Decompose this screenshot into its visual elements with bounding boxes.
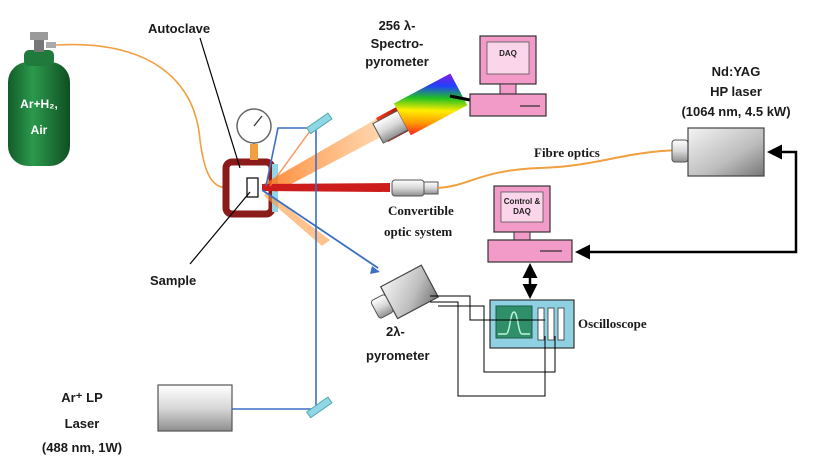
mirror-bottom (305, 396, 333, 419)
ar-lp-laser (157, 384, 233, 432)
spectro-label-line3: pyrometer (365, 54, 429, 69)
oscilloscope-label: Oscilloscope (578, 316, 647, 331)
spectro-label-line1: 256 λ- (379, 18, 416, 33)
signal-cable-3 (438, 305, 556, 373)
daq-bottom-label-line2: DAQ (513, 207, 531, 216)
ndyag-hp-laser (671, 127, 765, 177)
ndyag-label-line3: (1064 nm, 4.5 kW) (681, 104, 790, 119)
signal-cable-2 (430, 301, 546, 397)
hp-laser-beam (262, 183, 390, 192)
emission-fan (262, 110, 398, 192)
control-link-arrow (575, 144, 798, 260)
blue-probe-beam (261, 189, 379, 269)
gas-feed-line (55, 43, 229, 189)
daq-top-label: DAQ (499, 49, 517, 58)
mirror-top (305, 112, 333, 135)
ndyag-label-line2: HP laser (710, 84, 762, 99)
gas-label-line1: Ar+H₂, (20, 97, 58, 111)
ndyag-label-line1: Nd:YAG (712, 64, 761, 79)
daq-computer-top: DAQ (469, 35, 547, 117)
spectro-pyrometer (372, 73, 468, 144)
convertible-optic-system (391, 179, 439, 197)
control-daq-computer: Control & DAQ (487, 185, 573, 263)
two-lambda-label-line1: 2λ- (386, 324, 405, 339)
arlp-label-line1: Ar⁺ LP (61, 390, 103, 405)
sample-label: Sample (150, 273, 196, 288)
sample-block (246, 177, 259, 198)
daq-bottom-label-line1: Control & (504, 197, 541, 206)
spectro-label-line2: Spectro- (371, 36, 424, 51)
oscilloscope (489, 299, 575, 349)
two-lambda-label-line2: pyrometer (366, 348, 430, 363)
two-lambda-pyrometer (370, 264, 440, 320)
fibre-label: Fibre optics (534, 145, 600, 160)
autoclave-label: Autoclave (148, 21, 210, 36)
convertible-label-line1: Convertible (388, 203, 454, 218)
signal-cable-1 (430, 295, 545, 321)
emission-fan-lower (264, 192, 330, 246)
arlp-label-line2: Laser (65, 416, 100, 431)
gas-cylinder: Ar+H₂, Air (8, 32, 70, 166)
gas-label-line2: Air (31, 123, 48, 137)
convertible-label-line2: optic system (384, 224, 452, 239)
arlp-label-line3: (488 nm, 1W) (42, 440, 122, 455)
